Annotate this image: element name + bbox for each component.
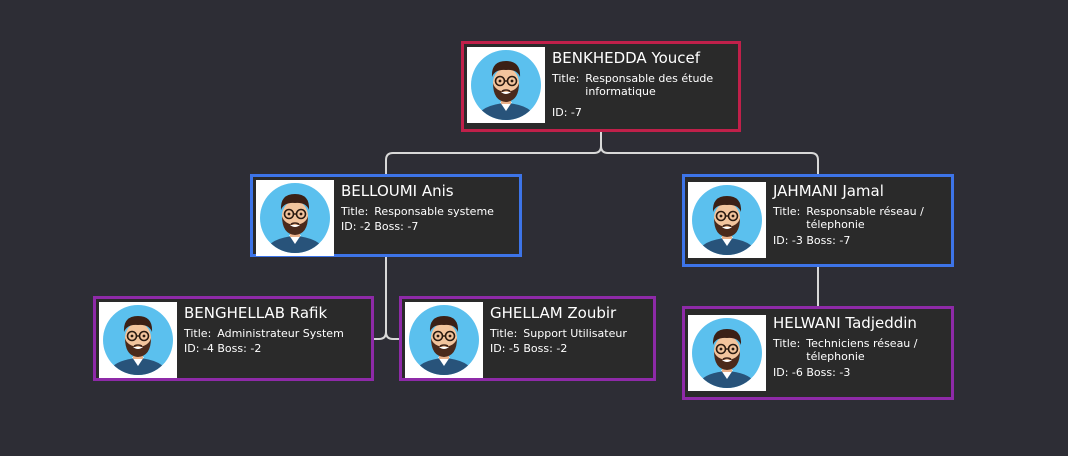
org-node-ghellam[interactable]: GHELLAM Zoubir Title: Support Utilisateu… <box>399 296 656 381</box>
title-label: Title: <box>490 327 518 340</box>
node-title: Responsable systeme <box>374 205 494 218</box>
node-name: BENKHEDDA Youcef <box>552 49 701 67</box>
avatar-icon <box>688 315 766 391</box>
connector-belloumi-right <box>385 331 401 340</box>
avatar-icon <box>405 302 483 378</box>
title-label: Title: <box>341 205 369 218</box>
boss-label: Boss: <box>806 366 836 379</box>
id-label: ID: <box>773 234 789 247</box>
node-boss: -3 <box>839 366 851 379</box>
node-boss: -2 <box>556 342 568 355</box>
node-title: Support Utilisateur <box>523 327 627 340</box>
node-boss: -7 <box>839 234 851 247</box>
avatar-icon <box>99 302 177 378</box>
org-node-belloumi[interactable]: BELLOUMI Anis Title: Responsable systeme… <box>250 174 522 257</box>
org-node-helwani[interactable]: HELWANI Tadjeddin Title: Techniciens rés… <box>682 306 954 400</box>
node-id: -7 <box>570 106 582 119</box>
node-name: BELLOUMI Anis <box>341 182 454 200</box>
id-label: ID: <box>184 342 200 355</box>
node-boss: -7 <box>407 220 419 233</box>
title-label: Title: <box>773 205 801 218</box>
id-label: ID: <box>773 366 789 379</box>
org-node-jahmani[interactable]: JAHMANI Jamal Title: Responsable réseau … <box>682 174 954 267</box>
node-name: BENGHELLAB Rafik <box>184 304 328 322</box>
node-id: -6 <box>791 366 803 379</box>
boss-label: Boss: <box>217 342 247 355</box>
node-boss: -2 <box>250 342 262 355</box>
node-id: -3 <box>791 234 803 247</box>
title-label: Title: <box>552 72 580 85</box>
node-name: HELWANI Tadjeddin <box>773 314 917 332</box>
org-node-benkhedda[interactable]: BENKHEDDA Youcef Title: Responsable des … <box>461 41 741 132</box>
boss-label: Boss: <box>523 342 553 355</box>
id-label: ID: <box>341 220 357 233</box>
node-title: Responsable des étude informatique <box>585 72 714 98</box>
connector-belloumi-down <box>373 256 387 340</box>
connector-root-right <box>600 145 819 176</box>
node-title: Administrateur System <box>217 327 344 340</box>
avatar-icon <box>688 182 766 258</box>
node-title: Responsable réseau / télephonie <box>806 205 924 231</box>
id-label: ID: <box>552 106 568 119</box>
id-label: ID: <box>490 342 506 355</box>
connector-root-down <box>385 131 602 176</box>
node-title: Techniciens réseau / télephonie <box>806 337 918 363</box>
org-node-benghellab[interactable]: BENGHELLAB Rafik Title: Administrateur S… <box>93 296 374 381</box>
node-name: GHELLAM Zoubir <box>490 304 617 322</box>
node-id: -5 <box>508 342 520 355</box>
avatar-icon <box>256 180 334 256</box>
title-label: Title: <box>184 327 212 340</box>
node-name: JAHMANI Jamal <box>773 182 884 200</box>
node-id: -4 <box>202 342 214 355</box>
title-label: Title: <box>773 337 801 350</box>
boss-label: Boss: <box>374 220 404 233</box>
node-id: -2 <box>359 220 371 233</box>
avatar-icon <box>467 47 545 123</box>
boss-label: Boss: <box>806 234 836 247</box>
